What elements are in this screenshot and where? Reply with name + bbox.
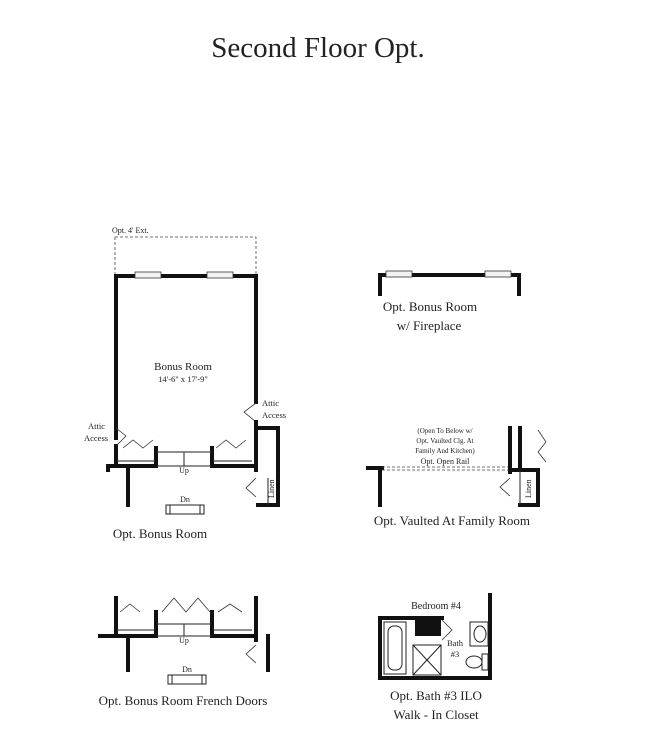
stair-up-label: Up <box>179 466 189 475</box>
vaulted-plan: (Open To Below w/ Opt. Vaulted Clg. At F… <box>366 426 547 528</box>
bath-caption-2: Walk - In Closet <box>393 707 479 722</box>
bath-caption-1: Opt. Bath #3 ILO <box>390 688 482 703</box>
french-closet-door-swing <box>245 644 257 664</box>
french-door-swing-left <box>119 603 141 613</box>
attic-door-left-swing <box>115 427 127 447</box>
fireplace-window-right <box>484 270 512 278</box>
vaulted-door-swing <box>537 429 547 463</box>
fireplace-caption-1: Opt. Bonus Room <box>383 299 477 314</box>
closet-left-door-swing <box>122 439 154 449</box>
bathtub <box>383 621 407 675</box>
bonus-room-plan: Opt. 4' Ext. Bonus Room 14'-6" x 17'-9" … <box>84 226 286 541</box>
toilet-tank <box>481 653 489 671</box>
french-door-swing-center <box>161 597 211 613</box>
toilet-bowl <box>465 655 483 669</box>
vaulted-note-1: (Open To Below w/ <box>417 427 472 435</box>
french-down-label: Dn <box>182 665 192 674</box>
bath-label-2: #3 <box>451 649 460 659</box>
bonus-window-left <box>134 271 162 279</box>
vaulted-linen-label: Linen <box>524 479 533 498</box>
attic-access-label-left-2: Access <box>84 433 108 443</box>
attic-access-label-left-1: Attic <box>88 421 105 431</box>
extension-outline <box>114 236 257 276</box>
bonus-room-caption: Opt. Bonus Room <box>113 526 207 541</box>
french-doors-plan: Up Dn Opt. Bonus Room French Doors <box>98 596 270 708</box>
vaulted-caption: Opt. Vaulted At Family Room <box>374 513 530 528</box>
french-caption: Opt. Bonus Room French Doors <box>99 693 268 708</box>
stair-down-label: Dn <box>180 495 190 504</box>
fireplace-plan: Opt. Bonus Room w/ Fireplace <box>378 270 521 333</box>
vaulted-note-3: Family And Kitchen) <box>415 447 475 455</box>
vanity-sink <box>469 621 489 647</box>
fireplace-window-left <box>385 270 413 278</box>
vaulted-linen-door-swing <box>499 477 511 497</box>
extension-label: Opt. 4' Ext. <box>112 226 149 235</box>
bath-label-1: Bath <box>447 638 464 648</box>
attic-access-label-right-1: Attic <box>262 398 279 408</box>
shower <box>412 644 442 676</box>
bonus-room-name: Bonus Room <box>154 361 212 373</box>
french-door-swing-right <box>217 603 243 613</box>
bedroom-4-label: Bedroom #4 <box>411 601 461 612</box>
bath-plan: Bedroom #4 Bath #3 Opt. Bath #3 ILO Walk… <box>378 593 492 722</box>
page-title: Second Floor Opt. <box>211 32 424 64</box>
bonus-room-walls <box>114 274 258 440</box>
attic-access-label-right-2: Access <box>262 410 286 420</box>
french-up-label: Up <box>179 636 189 645</box>
closet-right-door-swing <box>215 439 247 449</box>
fireplace-caption-2: w/ Fireplace <box>397 318 462 333</box>
linen-label: Linen <box>267 479 276 498</box>
bonus-window-right <box>206 271 234 279</box>
bonus-room-dims: 14'-6" x 17'-9" <box>158 374 208 384</box>
bath-door-swing <box>441 619 453 641</box>
open-rail-label: Opt. Open Rail <box>421 457 470 466</box>
vaulted-note-2: Opt. Vaulted Clg. At <box>416 437 473 445</box>
attic-door-right-swing <box>243 402 257 423</box>
linen-door-swing <box>245 477 257 498</box>
